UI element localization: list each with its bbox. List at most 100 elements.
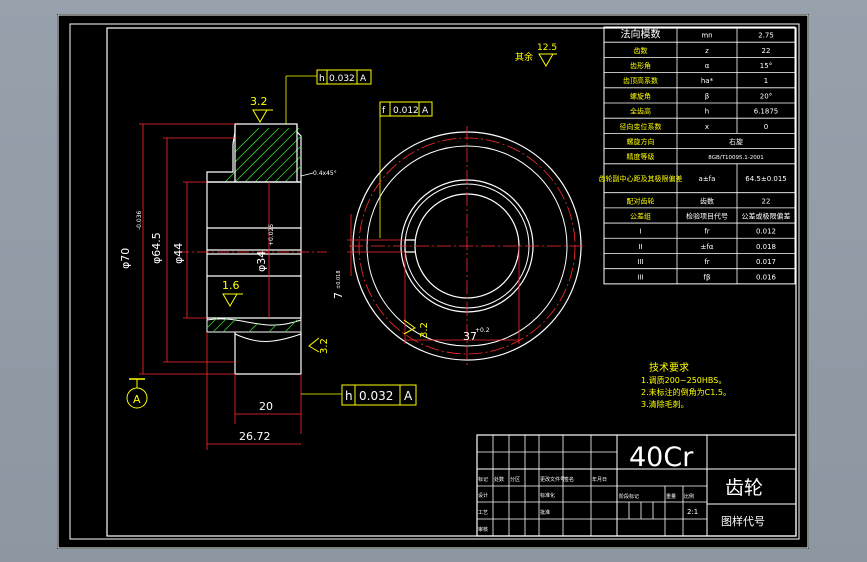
param-cell: fr [704, 228, 709, 236]
svg-text:f: f [382, 106, 386, 116]
outer-frame [57, 14, 809, 549]
tolerance-frame-bottom: h 0.032 A [301, 384, 417, 406]
param-cell: z [705, 47, 709, 55]
param-cell: 全齿高 [630, 107, 651, 116]
svg-text:0.012: 0.012 [393, 106, 419, 116]
param-cell: 齿顶高系数 [623, 76, 658, 85]
svg-text:更改文件号: 更改文件号 [540, 476, 565, 483]
param-cell: 6.1875 [754, 108, 779, 116]
param-cell: x [705, 123, 709, 131]
section-dimensions [139, 123, 302, 450]
svg-text:3.2: 3.2 [319, 338, 330, 354]
param-cell: 64.5±0.015 [745, 175, 787, 183]
param-cell: mn [701, 32, 712, 40]
svg-text:A: A [404, 389, 413, 403]
param-cell: 右旋 [729, 137, 743, 146]
param-cell: 公差或极限偏差 [742, 211, 791, 220]
svg-text:3.2: 3.2 [250, 95, 268, 108]
svg-text:分区: 分区 [510, 476, 520, 483]
svg-text:标准化: 标准化 [540, 492, 555, 499]
param-cell: III [637, 273, 643, 281]
frame-margin [69, 23, 800, 540]
part-name: 齿轮 [725, 477, 763, 499]
svg-text:h: h [319, 74, 325, 84]
param-cell: 螺旋角 [630, 91, 651, 100]
param-cell: 0.016 [756, 273, 777, 281]
svg-text:年月日: 年月日 [592, 476, 607, 483]
param-cell: 22 [762, 197, 771, 205]
svg-text:h: h [345, 389, 353, 403]
param-cell: ha* [701, 77, 714, 85]
svg-text:3.2: 3.2 [419, 322, 430, 338]
title-block: 40Cr 齿轮 图样代号 2:1 标记 处数 分区 更改文件号 签名 年月日 设… [476, 434, 797, 537]
param-cell: 2.75 [758, 32, 774, 40]
param-cell: 齿数 [634, 46, 648, 55]
param-cell: α [705, 62, 710, 70]
dim-len26: 26.72 [239, 430, 271, 443]
drawing-sheet: φ70 -0.036 φ64.5 φ44 φ34 +0.025 0.4x45° … [57, 14, 809, 549]
front-dimensions [347, 214, 520, 344]
hatch-top [224, 127, 302, 183]
surface-finish-right: 3.2 [308, 337, 330, 354]
dim-chamfer: 0.4x45° [313, 170, 337, 177]
dim-d64: φ64.5 [150, 232, 163, 264]
tech-requirements: 技术要求 1.调质200~250HBS。 2.未标注的倒角为C1.5。 3.清除… [641, 361, 731, 409]
tech-title: 技术要求 [649, 361, 689, 374]
surface-finish-mid: 1.6 [222, 279, 243, 307]
param-cell: 精度等级 [627, 152, 655, 161]
param-cell: 径向变位系数 [620, 122, 662, 131]
param-cell: fr [704, 258, 709, 266]
svg-text:A: A [360, 74, 367, 84]
scale-value: 2:1 [687, 508, 698, 516]
datum-a-symbol: A [126, 378, 148, 409]
svg-text:0.032: 0.032 [359, 389, 393, 403]
tech-item-1: 1.调质200~250HBS。 [641, 375, 726, 385]
param-cell: 0 [764, 123, 768, 131]
param-cell: 齿轮副中心距及其极限偏差 [599, 174, 683, 183]
param-cell: 22 [762, 47, 771, 55]
svg-text:1.6: 1.6 [222, 279, 240, 292]
dim-key-tol: ±0.018 [336, 270, 342, 289]
svg-text:其余: 其余 [515, 51, 533, 63]
inner-frame [106, 27, 797, 537]
hatch-bottom [206, 317, 298, 333]
param-cell: 法向模数 [621, 28, 661, 41]
svg-text:阶段标记: 阶段标记 [619, 493, 639, 500]
svg-text:0.032: 0.032 [329, 74, 355, 84]
param-cell: β [705, 92, 709, 100]
svg-text:A: A [422, 106, 429, 116]
param-cell: 0.017 [756, 258, 776, 266]
svg-text:12.5: 12.5 [537, 43, 557, 53]
tech-item-3: 3.清除毛刺。 [641, 399, 689, 409]
svg-text:设计: 设计 [478, 492, 488, 499]
dim-key-depth-tol: +0.2 [475, 327, 490, 334]
drawing-code-label: 图样代号 [721, 514, 765, 528]
param-cell: fβ [704, 273, 711, 281]
param-cell: ±fα [701, 243, 714, 251]
param-cell: 齿形角 [630, 61, 651, 70]
dim-d70: φ70 [119, 248, 132, 269]
param-cell: 0.018 [756, 243, 776, 251]
tech-item-2: 2.未标注的倒角为C1.5。 [641, 387, 731, 397]
param-cell: 8GB/T10095.1-2001 [708, 155, 763, 161]
svg-text:批准: 批准 [540, 509, 550, 516]
param-cell: 公差组 [630, 211, 651, 220]
svg-text:重量: 重量 [666, 493, 676, 500]
tolerance-frame-mid: f 0.012 A [379, 101, 433, 238]
svg-text:签名: 签名 [564, 476, 574, 483]
param-cell: 螺旋方向 [627, 137, 655, 146]
param-cell: III [637, 258, 643, 266]
tolerance-frame-top: h 0.032 A [285, 69, 372, 124]
param-cell: a±fa [699, 175, 716, 183]
dim-len20: 20 [259, 400, 273, 413]
param-cell: II [638, 243, 642, 251]
svg-text:标记: 标记 [478, 476, 488, 483]
drawing-canvas: φ70 -0.036 φ64.5 φ44 φ34 +0.025 0.4x45° … [57, 14, 809, 549]
surface-finish-other: 其余 12.5 [515, 43, 557, 67]
param-cell: 20° [760, 92, 772, 100]
section-view [177, 123, 327, 375]
material: 40Cr [629, 442, 694, 473]
svg-text:工艺: 工艺 [478, 510, 488, 516]
